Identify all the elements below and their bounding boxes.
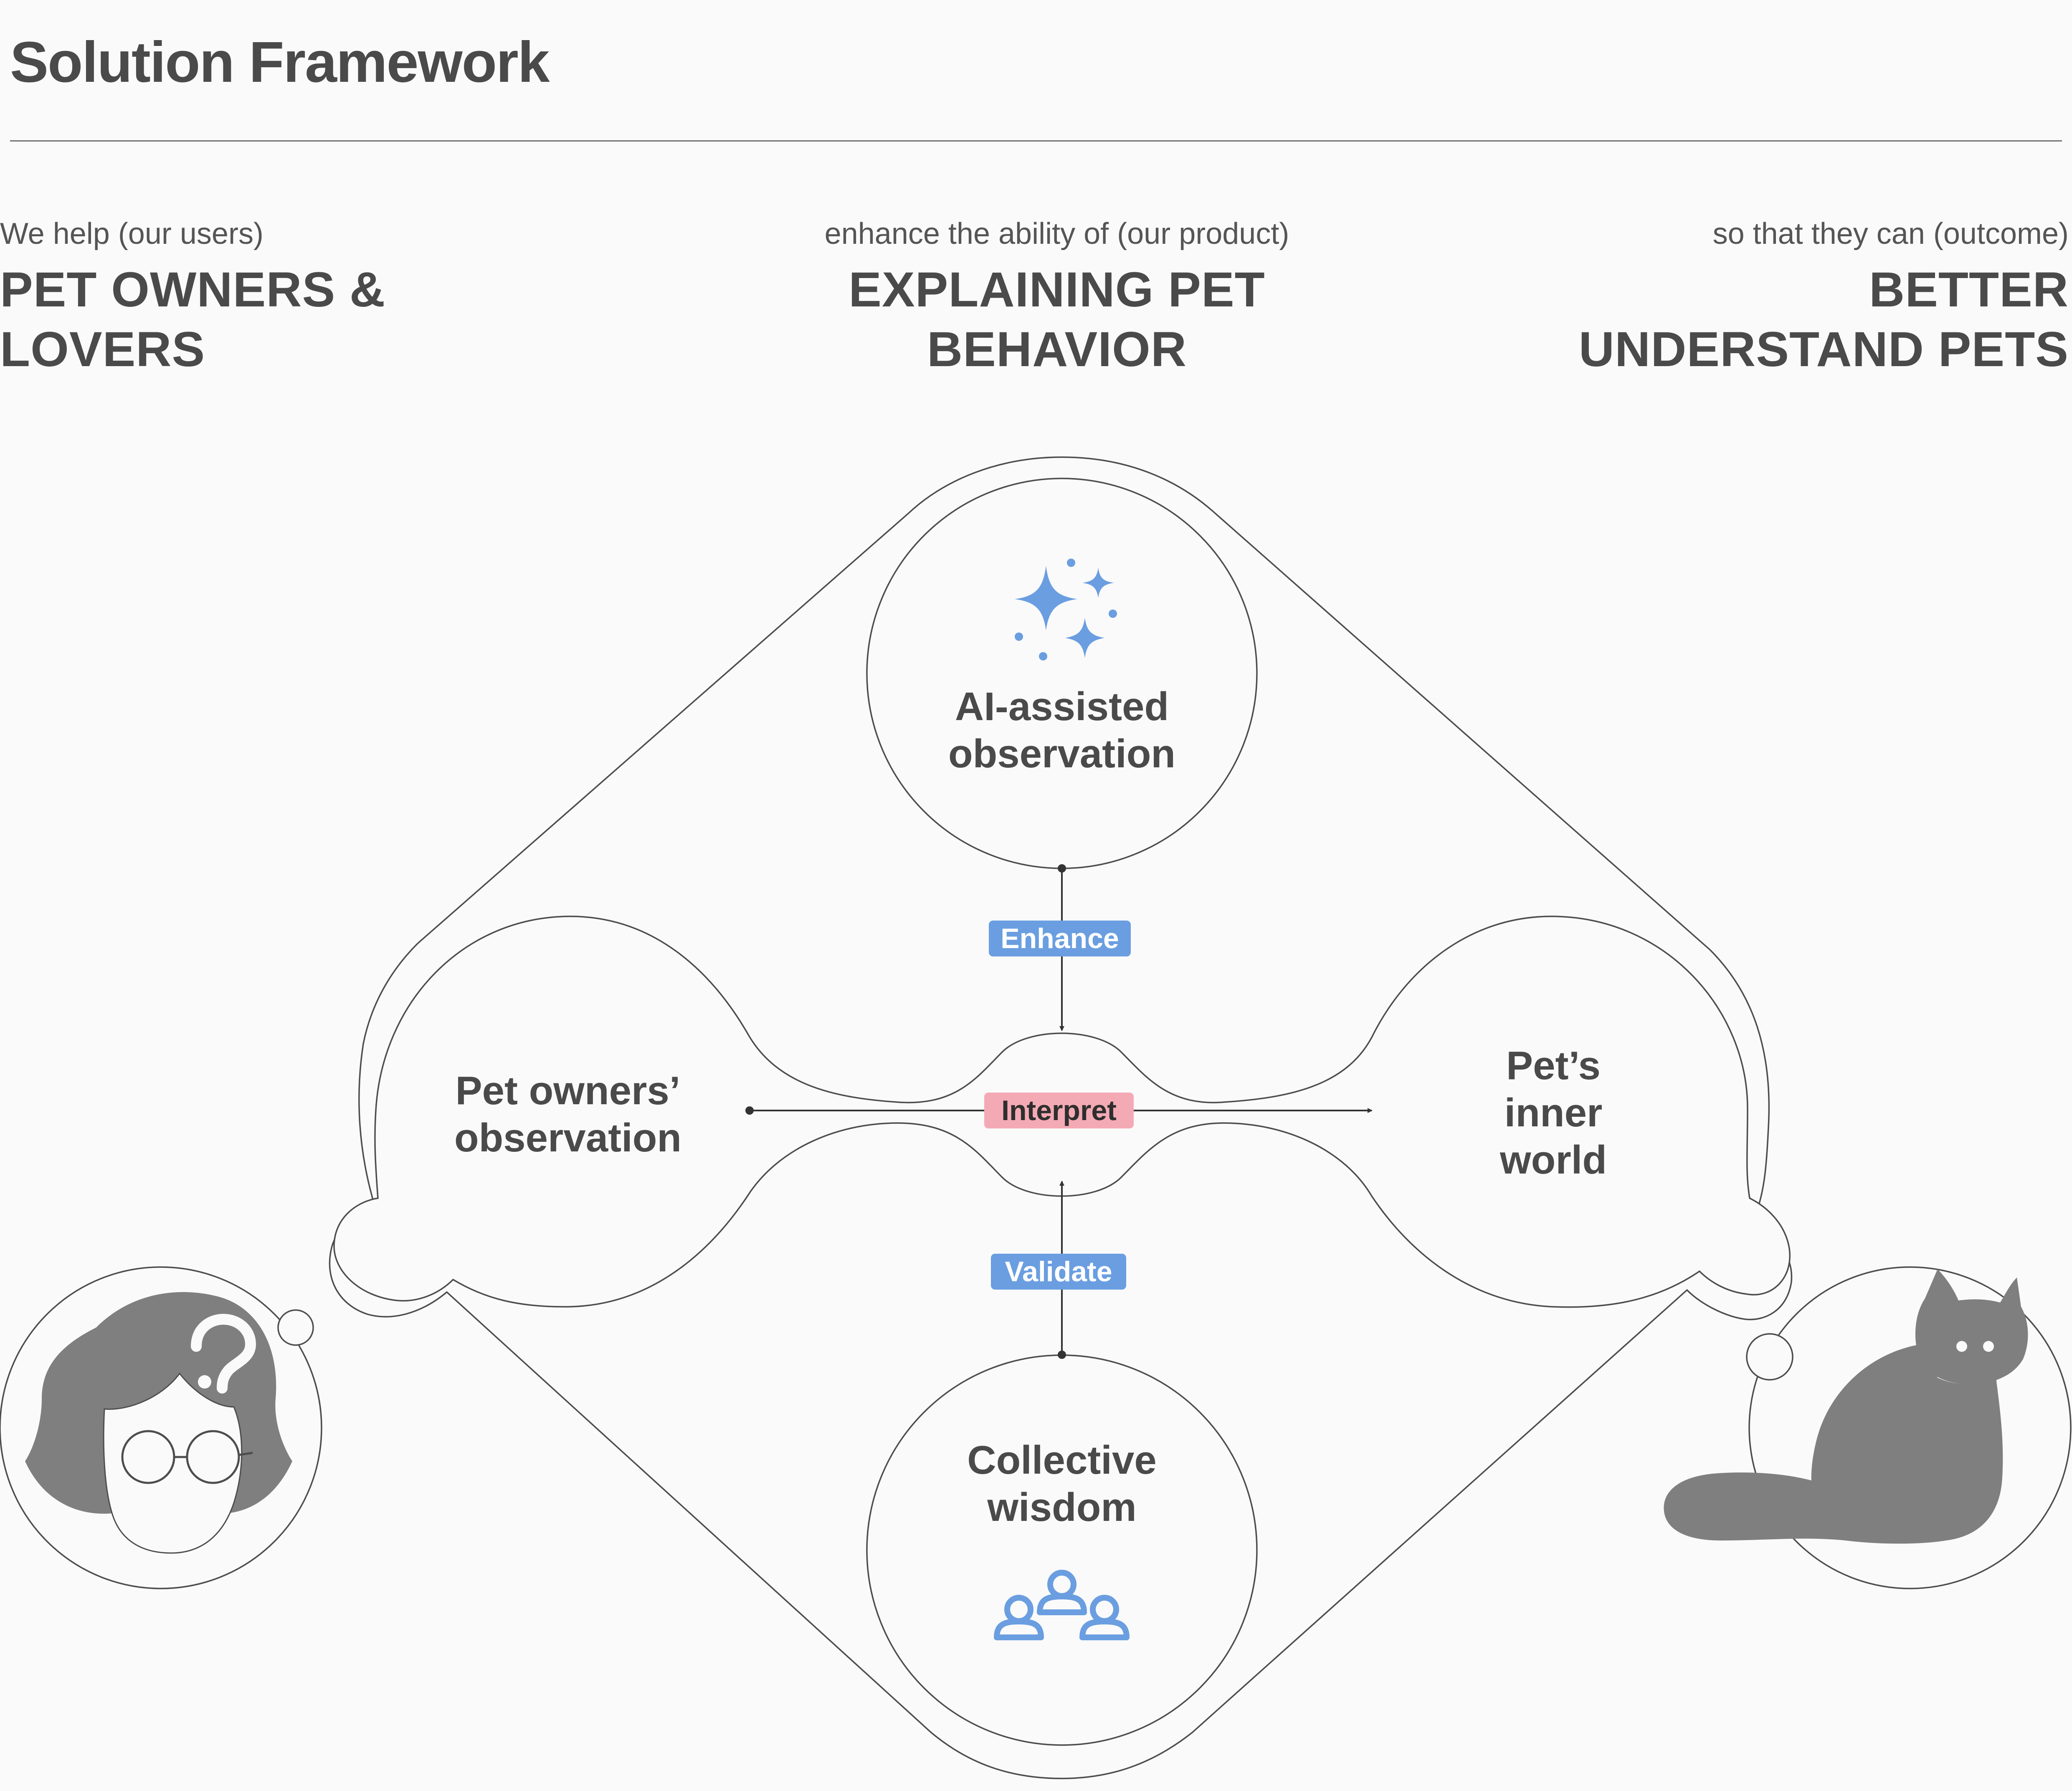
outcome-headline-line1: BETTER	[1869, 262, 2069, 317]
owners-label-line1: Pet owners’	[456, 1068, 681, 1113]
title-divider	[10, 140, 2062, 142]
validate-tag-label: Validate	[1005, 1256, 1112, 1288]
confused-person-avatar	[0, 1266, 322, 1589]
collective-wisdom-circle	[866, 1354, 1258, 1746]
collective-label-line2: wisdom	[987, 1485, 1136, 1530]
validate-connector-dot	[1058, 1351, 1066, 1359]
thought-bubble-left	[277, 1309, 314, 1346]
outcome-lead: so that they can (outcome)	[1712, 217, 2069, 250]
enhance-tag-label: Enhance	[1001, 923, 1119, 954]
collective-label-line1: Collective	[967, 1438, 1157, 1482]
users-headline: PET OWNERS & LOVERS	[0, 260, 626, 379]
outcome-headline: BETTER UNDERSTAND PETS	[1442, 260, 2069, 379]
users-headline-line2: LOVERS	[0, 322, 205, 377]
ai-observation-circle	[866, 478, 1258, 869]
cat-avatar	[1664, 1266, 2072, 1589]
enhance-connector-dot	[1058, 864, 1066, 873]
product-column: enhance the ability of (our product) EXP…	[744, 211, 1370, 379]
users-headline-line1: PET OWNERS &	[0, 262, 386, 317]
cat-icon	[1664, 1269, 2028, 1544]
product-headline: EXPLAINING PET BEHAVIOR	[744, 260, 1370, 379]
outcome-headline-line2: UNDERSTAND PETS	[1578, 322, 2069, 377]
product-headline-line1: EXPLAINING PET	[849, 262, 1265, 317]
interpret-tag-label: Interpret	[1001, 1095, 1117, 1126]
pet-label-line3: world	[1500, 1138, 1607, 1182]
product-headline-line2: BEHAVIOR	[927, 322, 1187, 377]
users-column: We help (our users) PET OWNERS & LOVERS	[0, 211, 626, 379]
outcome-column: so that they can (outcome) BETTER UNDERS…	[1442, 211, 2069, 379]
owners-label-line2: observation	[454, 1116, 681, 1160]
enhance-tag: Enhance	[989, 921, 1131, 956]
pet-label-line1: Pet’s	[1506, 1043, 1601, 1088]
page-title: Solution Framework	[10, 30, 550, 94]
product-lead: enhance the ability of (our product)	[824, 217, 1289, 250]
pet-label-line2: inner	[1505, 1090, 1603, 1135]
sparkles-icon	[1015, 559, 1117, 660]
validate-tag: Validate	[991, 1254, 1126, 1290]
people-group-icon	[994, 1570, 1130, 1640]
thought-bubble-right	[1746, 1333, 1793, 1381]
interpret-tag: Interpret	[984, 1093, 1134, 1128]
interpret-connector-dot	[745, 1106, 754, 1115]
ai-label-line2: observation	[948, 731, 1175, 776]
ai-label-line1: AI-assisted	[955, 684, 1169, 729]
users-lead: We help (our users)	[0, 217, 263, 250]
confused-person-icon	[25, 1292, 292, 1554]
